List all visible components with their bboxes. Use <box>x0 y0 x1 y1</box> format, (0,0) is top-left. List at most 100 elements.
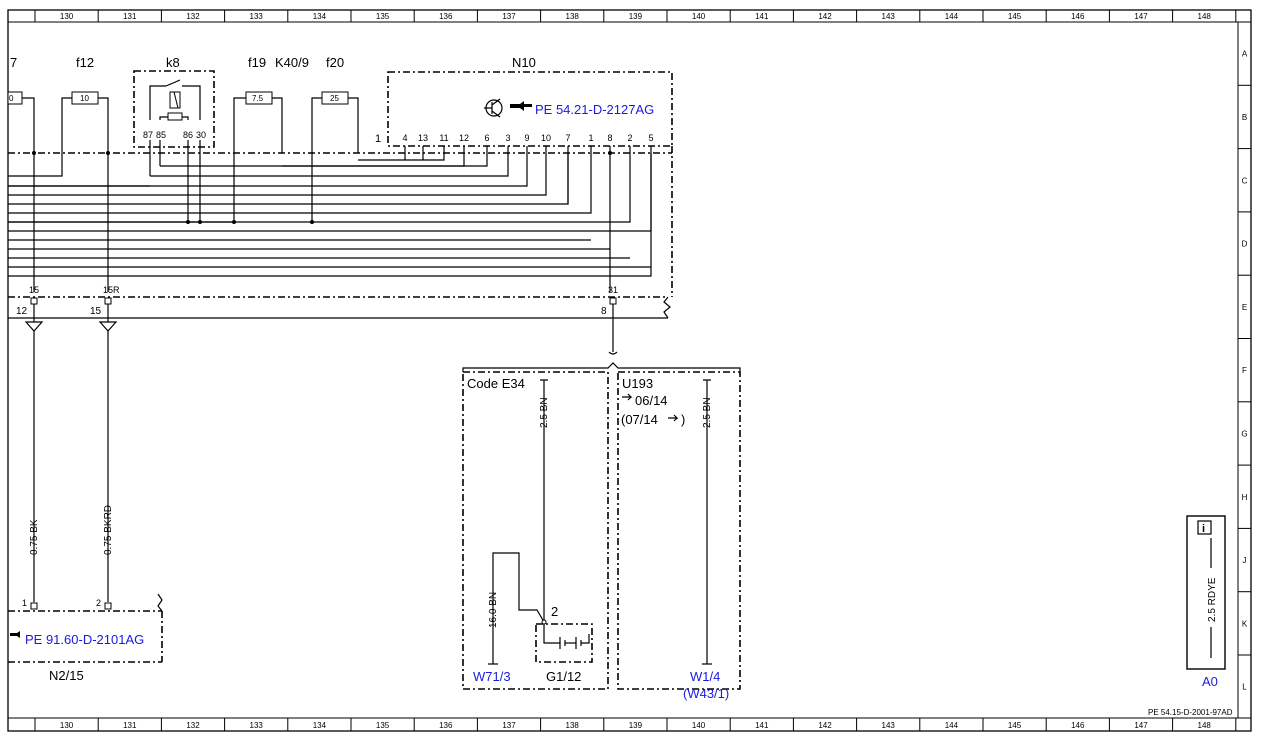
fuse-7[interactable]: 7 0 <box>7 55 35 292</box>
component-w1-4[interactable]: W1/4 <box>690 669 720 684</box>
module-n10-pin-1: 1 <box>588 133 593 143</box>
battery-g1-12-label: G1/12 <box>546 669 581 684</box>
column-label-138: 138 <box>566 12 580 21</box>
info-box-a0[interactable]: i 2.5 RDYE A0 <box>1186 515 1226 689</box>
module-n2-15-pin-1: 1 <box>22 598 27 608</box>
junction-dot <box>186 220 190 224</box>
module-n10-pin-3: 3 <box>505 133 510 143</box>
transistor-icon <box>484 98 503 118</box>
variant-until-date: 06/14 <box>635 393 668 408</box>
pointing-hand-icon <box>510 101 532 111</box>
wire-label-2-5-bn-e34: 2.5 BN <box>539 397 550 428</box>
module-n10-pin-8: 8 <box>607 133 612 143</box>
module-n10-pin-6: 6 <box>484 133 489 143</box>
column-label-134: 134 <box>313 12 327 21</box>
variant-u193-label: U193 <box>622 376 653 391</box>
relay-k40-9-label: K40/9 <box>275 55 309 70</box>
module-n2-15[interactable]: 1 2 PE 91.60-D-2101AG N2/15 <box>8 593 163 683</box>
component-a0[interactable]: A0 <box>1202 674 1218 689</box>
junction-dot <box>198 220 202 224</box>
component-w71-3[interactable]: W71/3 <box>473 669 511 684</box>
column-label-132: 132 <box>186 721 200 730</box>
module-n10-pin-9: 9 <box>524 133 529 143</box>
junction-dot <box>310 220 314 224</box>
column-label-148: 148 <box>1198 721 1212 730</box>
column-label-138: 138 <box>566 721 580 730</box>
module-n2-15-reference[interactable]: PE 91.60-D-2101AG <box>25 632 144 647</box>
arrow-right-icon <box>668 414 679 422</box>
column-label-130: 130 <box>60 12 74 21</box>
component-w43-1[interactable]: (W43/1) <box>683 686 729 701</box>
connector-pin-15r: 15R <box>103 285 120 295</box>
wire-label-2-5-bn-u193: 2.5 BN <box>702 397 713 428</box>
bus-wire <box>150 153 509 177</box>
module-n10-pin-12: 12 <box>459 133 469 143</box>
module-n10-pin-11: 11 <box>439 133 448 143</box>
relay-k8-pin-87: 87 <box>143 130 153 140</box>
bus-wire <box>8 153 528 187</box>
module-n10-label: N10 <box>512 55 536 70</box>
battery-g1-12[interactable]: 2 G1/12 <box>535 604 593 684</box>
row-label-E: E <box>1242 303 1247 312</box>
variant-code-label: Code E34 <box>467 376 525 391</box>
wire-label-2-5-rdye: 2.5 RDYE <box>1207 577 1218 622</box>
junction-dot <box>232 220 236 224</box>
column-label-148: 148 <box>1198 12 1212 21</box>
module-n2-15-label: N2/15 <box>49 668 84 683</box>
row-label-K: K <box>1242 619 1248 628</box>
relay-k8-label: k8 <box>166 55 180 70</box>
plug-arrow-icons <box>24 304 118 332</box>
fuse-f19-value: 7.5 <box>252 94 264 103</box>
module-n10-reference[interactable]: PE 54.21-D-2127AG <box>535 102 654 117</box>
column-label-147: 147 <box>1134 12 1148 21</box>
column-label-136: 136 <box>439 12 453 21</box>
column-label-142: 142 <box>818 721 832 730</box>
column-label-145: 145 <box>1008 12 1022 21</box>
module-n10-pin-1-outer: 1 <box>375 133 381 145</box>
row-label-B: B <box>1242 113 1247 122</box>
column-label-147: 147 <box>1134 721 1148 730</box>
svg-text:i: i <box>1202 523 1205 535</box>
column-label-137: 137 <box>502 721 516 730</box>
column-label-135: 135 <box>376 721 390 730</box>
fuse-f20-value: 25 <box>330 94 339 103</box>
column-label-131: 131 <box>123 12 137 21</box>
connector-sockets <box>30 297 617 305</box>
fuse-f20-label: f20 <box>326 55 344 70</box>
pointing-hand-icon <box>10 631 20 638</box>
wire-label-0-75-bkrd: 0.75 BKRD <box>103 505 114 555</box>
column-label-143: 143 <box>882 721 896 730</box>
wire-bundle <box>8 151 652 292</box>
module-n10-pin-10: 10 <box>541 133 551 143</box>
fuse-7-label: 7 <box>10 55 17 70</box>
fuse-f19[interactable]: f19 7.5 <box>233 55 283 222</box>
column-label-134: 134 <box>313 721 327 730</box>
bus-wire <box>8 153 569 205</box>
column-label-135: 135 <box>376 12 390 21</box>
row-label-A: A <box>1242 50 1248 59</box>
column-label-143: 143 <box>882 12 896 21</box>
column-label-141: 141 <box>755 721 769 730</box>
column-label-132: 132 <box>186 12 200 21</box>
fuse-f12[interactable]: f12 10 <box>61 55 109 292</box>
relay-k8-pin-86: 86 <box>183 130 193 140</box>
bus-wire <box>8 153 652 232</box>
relay-k8[interactable]: k8 87 85 86 30 <box>133 55 215 222</box>
frame <box>7 9 1252 732</box>
row-label-L: L <box>1242 683 1247 692</box>
column-label-136: 136 <box>439 721 453 730</box>
module-n2-15-pin-2: 2 <box>96 598 101 608</box>
relay-k8-pin-30: 30 <box>196 130 206 140</box>
info-icon: i <box>1197 520 1212 535</box>
fuse-f20[interactable]: f20 25 <box>311 55 359 222</box>
variant-from-date: (07/14 <box>621 412 658 427</box>
column-label-137: 137 <box>502 12 516 21</box>
module-n10-pin-2: 2 <box>627 133 632 143</box>
fuse-f12-label: f12 <box>76 55 94 70</box>
column-label-133: 133 <box>250 721 264 730</box>
module-n10-pin-5: 5 <box>648 133 653 143</box>
